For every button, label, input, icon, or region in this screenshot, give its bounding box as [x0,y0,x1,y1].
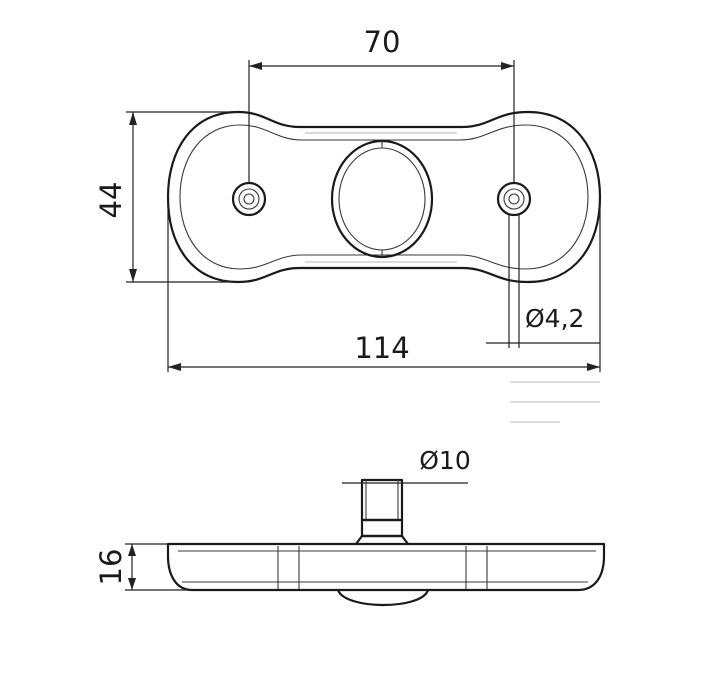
plate-outline [166,110,602,284]
side-plate-outline [166,542,606,592]
side-view: Ø10 16 [94,446,606,606]
dimension-height: 44 [94,111,238,283]
dimension-thickness: 16 [94,543,192,591]
plate-ghost-outline [305,132,457,263]
hole-spacing-label: 70 [364,25,401,59]
left-mounting-hole [231,181,267,217]
pin-diameter-label: Ø10 [419,446,471,475]
top-view: 70 44 114 Ø4,2 [94,25,602,372]
dimension-hole-diameter: Ø4,2 [486,215,600,348]
ghost-lines [510,381,600,423]
hole-diameter-label: Ø4,2 [525,304,584,333]
bottom-boss [336,589,430,606]
plate-inner-outline [179,124,589,270]
center-boss-inner [338,147,426,251]
length-label: 114 [354,331,409,365]
center-boss [330,139,434,259]
height-label: 44 [94,182,128,219]
center-pin [355,478,409,545]
dimension-length: 114 [167,200,601,372]
dimension-hole-spacing: 70 [248,25,515,183]
right-mounting-hole [496,181,532,217]
thickness-label: 16 [94,549,128,586]
dimension-pin-diameter: Ø10 [342,446,471,484]
